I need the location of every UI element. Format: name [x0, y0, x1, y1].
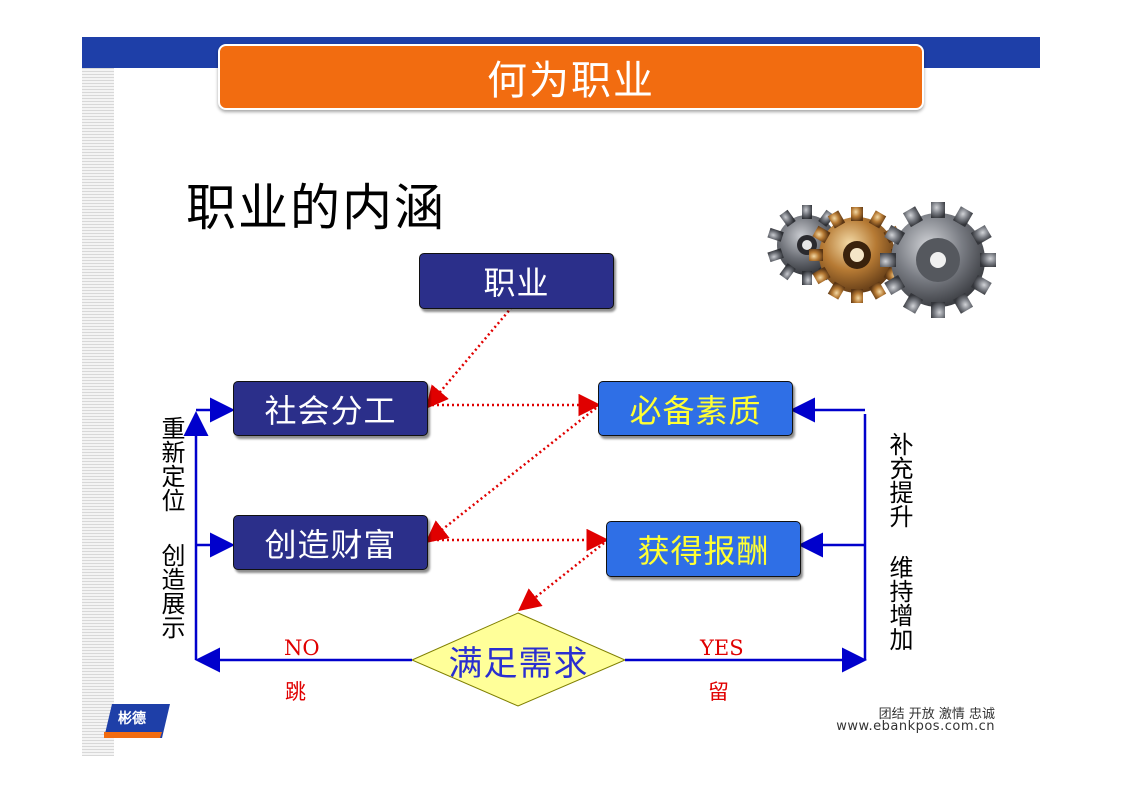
node-social-division-label: 社会分工 — [264, 391, 397, 430]
slide-title: 何为职业 — [487, 58, 655, 104]
footer-website: www.ebankpos.com.cn — [836, 719, 995, 734]
node-create-wealth-label: 创造财富 — [264, 525, 397, 564]
node-create-wealth: 创造财富 — [233, 515, 428, 570]
title-bar: 何为职业 — [218, 44, 924, 110]
node-get-reward-label: 获得报酬 — [637, 532, 770, 570]
yes-label: YES — [700, 636, 744, 660]
no-action-label: 跳 — [285, 680, 306, 704]
footer-slogan: 团结 开放 激情 忠诚 — [878, 707, 995, 722]
node-get-reward: 获得报酬 — [606, 521, 801, 577]
node-required-quality-label: 必备素质 — [629, 391, 762, 430]
slide-subtitle: 职业的内涵 — [186, 179, 446, 237]
yes-action-label: 留 — [708, 680, 729, 704]
company-logo — [104, 704, 170, 738]
left-decorative-stripe — [82, 68, 114, 756]
left-label-create-show: 创造展示 — [157, 543, 185, 639]
arrow-quality-to-wealth — [425, 407, 597, 544]
node-meet-needs: 满足需求 — [448, 644, 589, 684]
logo-text: 彬德 — [118, 711, 146, 727]
node-required-quality: 必备素质 — [598, 381, 793, 436]
right-label-supplement: 补充提升 — [885, 432, 913, 528]
node-career: 职业 — [419, 253, 614, 309]
gear-large-icon — [880, 202, 996, 318]
no-label: NO — [284, 636, 320, 660]
right-label-maintain: 维持增加 — [885, 555, 913, 651]
arrow-career-to-division — [425, 306, 513, 409]
left-label-reposition: 重新定位 — [157, 416, 185, 512]
arrow-reward-to-needs — [518, 542, 605, 612]
decision-diamond — [410, 612, 627, 707]
node-career-label: 职业 — [483, 264, 550, 302]
node-social-division: 社会分工 — [233, 381, 428, 436]
